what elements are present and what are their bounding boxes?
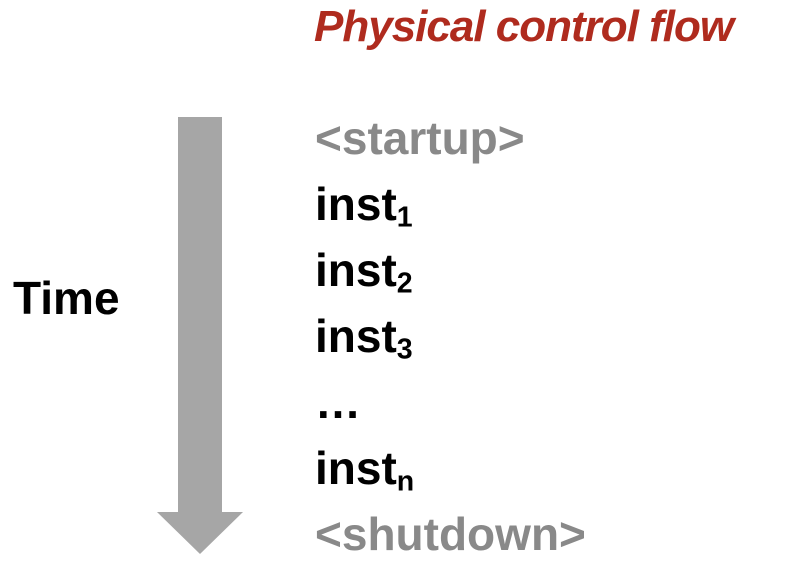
program-line-instn: instn	[315, 435, 586, 501]
line-subscript: 1	[396, 201, 413, 234]
instruction-list: <startup> inst1 inst2 inst3 … instn <shu…	[315, 105, 586, 567]
line-text: <startup>	[315, 112, 525, 164]
line-text: inst	[315, 442, 397, 494]
time-label: Time	[13, 272, 120, 324]
page-title: Physical control flow	[314, 2, 734, 51]
line-subscript: n	[396, 465, 415, 498]
down-arrow-head	[157, 512, 243, 554]
program-line-shutdown: <shutdown>	[315, 501, 586, 567]
program-line-startup: <startup>	[315, 105, 586, 171]
line-subscript: 2	[396, 267, 413, 300]
program-line-inst2: inst2	[315, 237, 586, 303]
program-line-inst3: inst3	[315, 303, 586, 369]
down-arrow-shaft	[178, 117, 222, 513]
line-text: inst	[315, 178, 397, 230]
line-subscript: 3	[396, 333, 413, 366]
program-line-inst1: inst1	[315, 171, 586, 237]
line-text: inst	[315, 310, 397, 362]
program-line-ellipsis: …	[315, 369, 586, 435]
line-text: …	[315, 376, 361, 428]
line-text: inst	[315, 244, 397, 296]
line-text: <shutdown>	[315, 508, 586, 560]
